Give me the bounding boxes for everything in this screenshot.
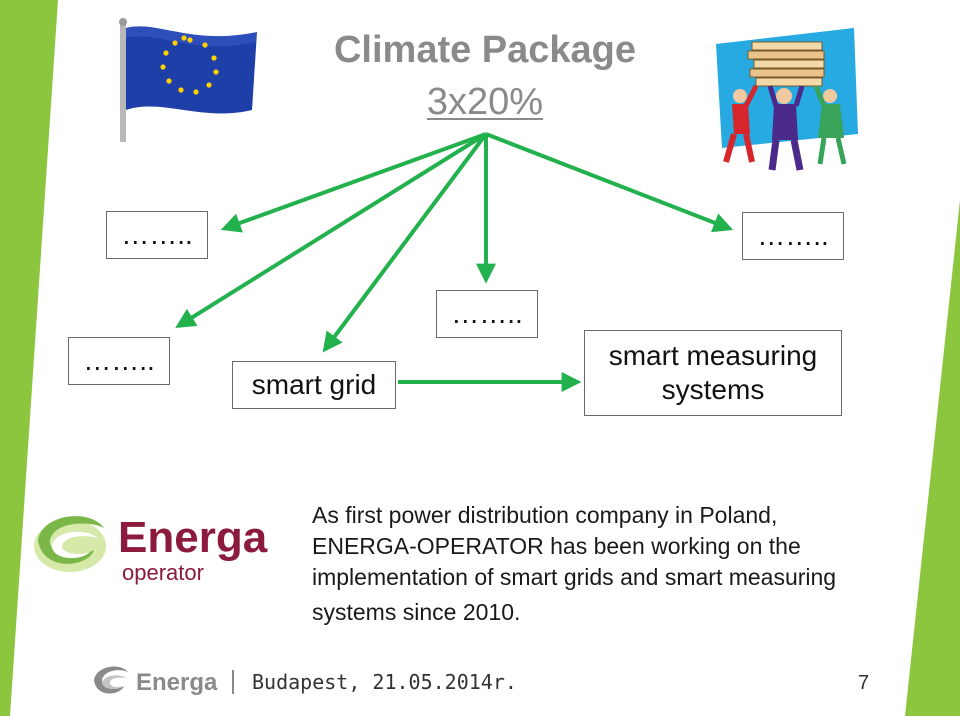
diagram-box-top-left: …….. xyxy=(106,211,208,259)
energa-swirl-icon xyxy=(34,516,106,572)
diagram-box-center: …….. xyxy=(436,290,538,338)
arrow-to-smart-grid xyxy=(322,132,488,353)
slide-subtitle: 3x20% xyxy=(426,81,544,123)
description-paragraph: As first power distribution company in P… xyxy=(312,500,932,628)
description-line-4: systems since 2010. xyxy=(312,599,521,625)
diagram-box-mid-left: …….. xyxy=(68,337,170,385)
diagram-box-mid-left-label: …….. xyxy=(83,345,155,376)
diagram-box-top-left-label: …….. xyxy=(121,219,193,250)
energa-operator-logo: Energa operator xyxy=(34,513,268,585)
description-line-2: ENERGA-OPERATOR has been working on the xyxy=(312,533,801,559)
arrow-to-top-right xyxy=(485,132,734,233)
smart-measuring-line2: systems xyxy=(661,374,765,405)
footer-date: Budapest, 21.05.2014r. xyxy=(252,670,517,694)
energa-logo-sub: operator xyxy=(122,560,204,585)
arrow-to-top-left xyxy=(220,132,487,233)
footer-brand: Energa xyxy=(136,669,218,696)
energa-logo-brand: Energa xyxy=(118,513,268,562)
diagram-box-smart-grid-label: smart grid xyxy=(251,369,377,400)
footer-swirl-icon xyxy=(94,666,128,694)
eu-flag-icon xyxy=(119,18,257,142)
description-line-3: implementation of smart grids and smart … xyxy=(312,564,837,590)
smart-measuring-line1: smart measuring xyxy=(608,340,818,371)
arrow-to-mid-left xyxy=(175,132,488,328)
diagram-box-top-right: …….. xyxy=(742,212,844,260)
page-number: 7 xyxy=(858,672,870,694)
people-carrying-documents-icon xyxy=(716,28,858,171)
slide-title: Climate Package xyxy=(333,29,637,71)
right-green-band xyxy=(905,200,960,716)
description-line-1: As first power distribution company in P… xyxy=(312,502,778,528)
diagram-box-smart-measuring: smart measuring systems xyxy=(584,330,842,416)
diagram-box-center-label: …….. xyxy=(451,298,523,329)
footer-divider xyxy=(232,670,234,694)
diagram-box-top-right-label: …….. xyxy=(757,220,829,251)
diagram-box-smart-grid: smart grid xyxy=(232,361,396,409)
left-green-band xyxy=(0,0,58,716)
footer-energa-logo: Energa xyxy=(94,666,234,696)
